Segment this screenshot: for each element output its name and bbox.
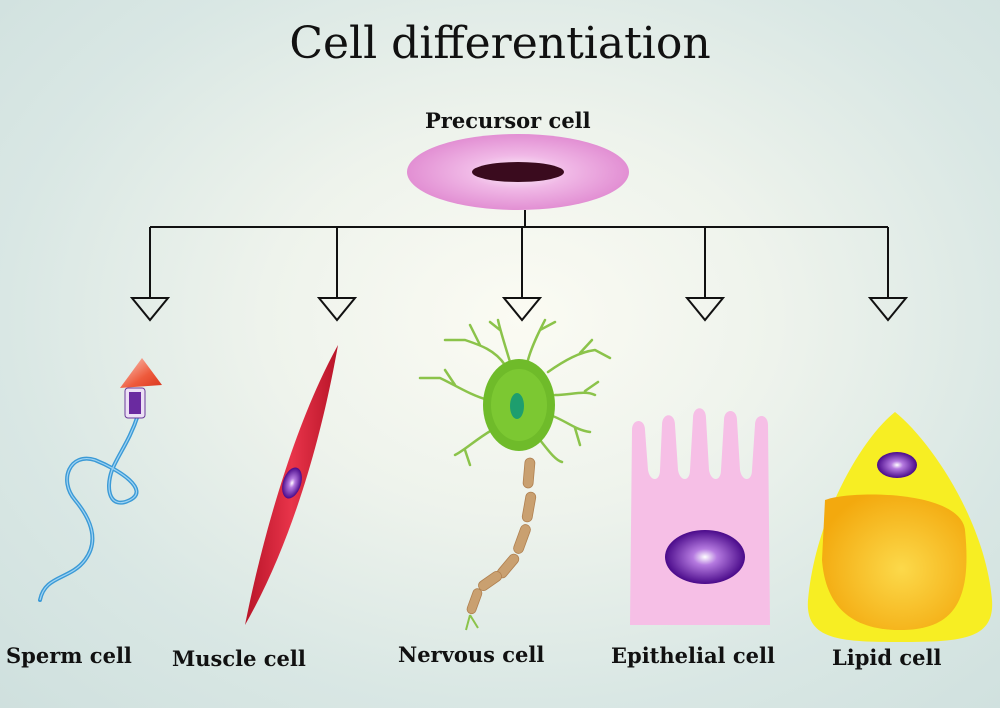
stock-id-text: 160879482 [0, 477, 4, 582]
sperm-head [120, 358, 162, 388]
epithelial-cell-body [630, 408, 770, 625]
neuron-axon [466, 457, 537, 615]
precursor-cell-label: Precursor cell [425, 108, 591, 133]
lipid-cell-label: Lipid cell [832, 645, 942, 670]
epithelial-cell-label: Epithelial cell [611, 643, 775, 668]
neuron-nucleus [510, 393, 524, 419]
arrow-epithelial [684, 227, 726, 322]
sperm-tail [38, 413, 140, 602]
neuron-dendrites [418, 318, 612, 467]
sperm-cell [38, 358, 162, 602]
sperm-tail-highlight [39, 414, 139, 601]
precursor-cell [407, 134, 629, 210]
axon-terminal [465, 614, 479, 631]
arrow-muscle [316, 227, 358, 322]
muscle-cell-label: Muscle cell [172, 646, 306, 671]
diagram-title: Cell differentiation [289, 18, 711, 69]
epithelial-cell-nucleus [665, 530, 745, 584]
arrow-sperm [129, 227, 171, 322]
arrow-lipid [867, 227, 909, 322]
epithelial-cell [630, 408, 770, 625]
muscle-cell-nucleus [282, 467, 302, 499]
lipid-cell [807, 412, 993, 642]
arrow-nervous [501, 227, 543, 322]
lipid-droplet [822, 494, 967, 630]
nervous-cell-label: Nervous cell [398, 642, 545, 667]
lipid-cell-nucleus [877, 452, 917, 478]
arrow-group [129, 227, 909, 322]
precursor-cell-nucleus [472, 162, 564, 182]
nervous-cell [418, 318, 612, 631]
muscle-cell [245, 345, 338, 625]
sperm-mitochondria [129, 392, 141, 414]
branch-connector [150, 210, 888, 228]
sperm-cell-label: Sperm cell [6, 643, 132, 668]
